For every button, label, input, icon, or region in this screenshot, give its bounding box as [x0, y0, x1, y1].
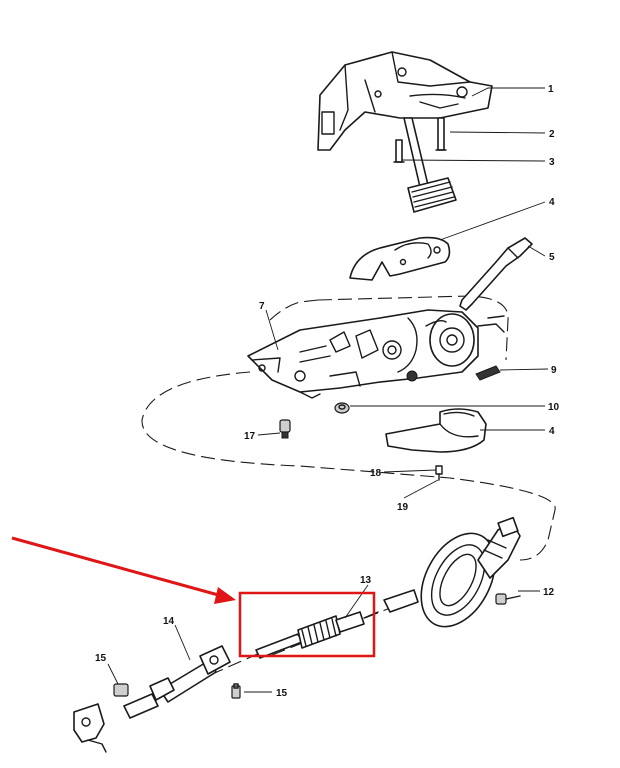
- multifunction-lever: [459, 237, 533, 311]
- callout-13: 13: [360, 575, 372, 586]
- upper-shroud: [349, 236, 451, 281]
- callout-7: 7: [259, 301, 265, 312]
- bolt-12: [495, 593, 521, 605]
- brake-pedal: [393, 117, 457, 213]
- callout-19: 19: [397, 502, 409, 513]
- lower-shaft: [73, 645, 231, 753]
- callout-2: 2: [549, 129, 555, 140]
- clip-part: [475, 365, 501, 381]
- callout-5: 5: [549, 252, 555, 263]
- bolt-15-left: [113, 683, 129, 697]
- callout-18: 18: [370, 468, 382, 479]
- bolt-15-right: [231, 683, 241, 699]
- screw-18: [435, 465, 443, 481]
- callout-10: 10: [548, 402, 560, 413]
- callout-9: 9: [551, 365, 557, 376]
- lower-shroud: [385, 408, 487, 453]
- callout-leaders: [107, 87, 549, 693]
- intermediate-shaft: [255, 611, 379, 659]
- callout-17: 17: [244, 431, 256, 442]
- callout-4-upper: 4: [549, 197, 555, 208]
- red-pointer-arrow: [11, 536, 236, 604]
- callout-15-right: 15: [276, 688, 288, 699]
- callout-3: 3: [549, 157, 555, 168]
- steering-column-body: [247, 309, 505, 399]
- callout-12: 12: [543, 587, 555, 598]
- callout-labels: 1 2 3 4 5 7 9 10 4 17 18 19 12 13 14 15 …: [95, 84, 560, 699]
- callout-15-left: 15: [95, 653, 107, 664]
- bolt-17: [279, 419, 291, 439]
- callout-1: 1: [548, 84, 554, 95]
- pedal-bracket: [317, 51, 493, 151]
- nut-part: [334, 402, 350, 414]
- highlight-box: [238, 591, 376, 658]
- callout-14: 14: [163, 616, 175, 627]
- steering-coupling-assembly: [383, 516, 521, 628]
- callout-4-lower: 4: [549, 426, 555, 437]
